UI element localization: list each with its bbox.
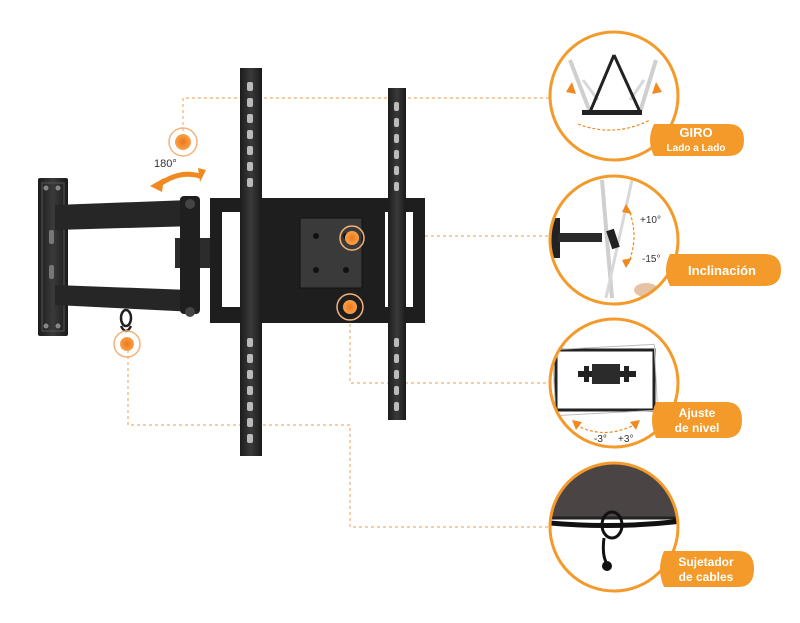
callout-swivel-subtitle: Lado a Lado	[667, 143, 726, 154]
hotspot-icon	[175, 134, 191, 150]
callout-tilt-badge	[666, 254, 781, 286]
callout-swivel-title: GIRO	[679, 125, 712, 140]
callout-tilt-title: Inclinación	[688, 263, 756, 278]
rotate-arrow-icon	[150, 168, 206, 192]
cable-clip	[119, 308, 133, 333]
callout-swivel-badge	[650, 124, 744, 156]
hotspot-swivel	[168, 127, 198, 157]
wall-plate	[38, 178, 68, 336]
level-right-label: +3°	[618, 434, 633, 445]
hotspot-icon	[120, 337, 134, 351]
guide-level	[349, 318, 550, 384]
callout-level-badge	[652, 402, 742, 438]
callout-cable-badge	[660, 551, 754, 587]
level-left-label: -3°	[594, 434, 607, 445]
callout-level-line1: Ajuste	[679, 406, 716, 420]
guide-swivel	[182, 97, 550, 137]
callout-tilt: +10° -15° Inclinación	[548, 174, 781, 306]
hotspot-icon	[345, 231, 359, 245]
hotspot-cable	[113, 330, 141, 358]
hotspot-level	[336, 293, 364, 321]
callout-level-line2: de nivel	[675, 421, 720, 435]
callout-level: -3° +3° Ajuste de nivel	[548, 317, 742, 449]
rotation-label: 180°	[154, 158, 177, 170]
callout-cable-line1: Sujetador	[678, 555, 734, 569]
hotspot-tilt	[339, 225, 365, 251]
callout-swivel: GIRO Lado a Lado	[548, 30, 744, 162]
callout-cable-line2: de cables	[679, 570, 734, 584]
hotspot-icon	[343, 300, 357, 314]
callout-cable: Sujetador de cables	[548, 461, 754, 593]
tilt-up-label: +10°	[640, 215, 661, 226]
guide-cable	[127, 350, 550, 528]
tilt-down-label: -15°	[642, 254, 660, 265]
vertical-rails	[240, 68, 406, 456]
rotation-indicator: 180°	[150, 158, 206, 192]
tv-mount	[38, 68, 425, 456]
